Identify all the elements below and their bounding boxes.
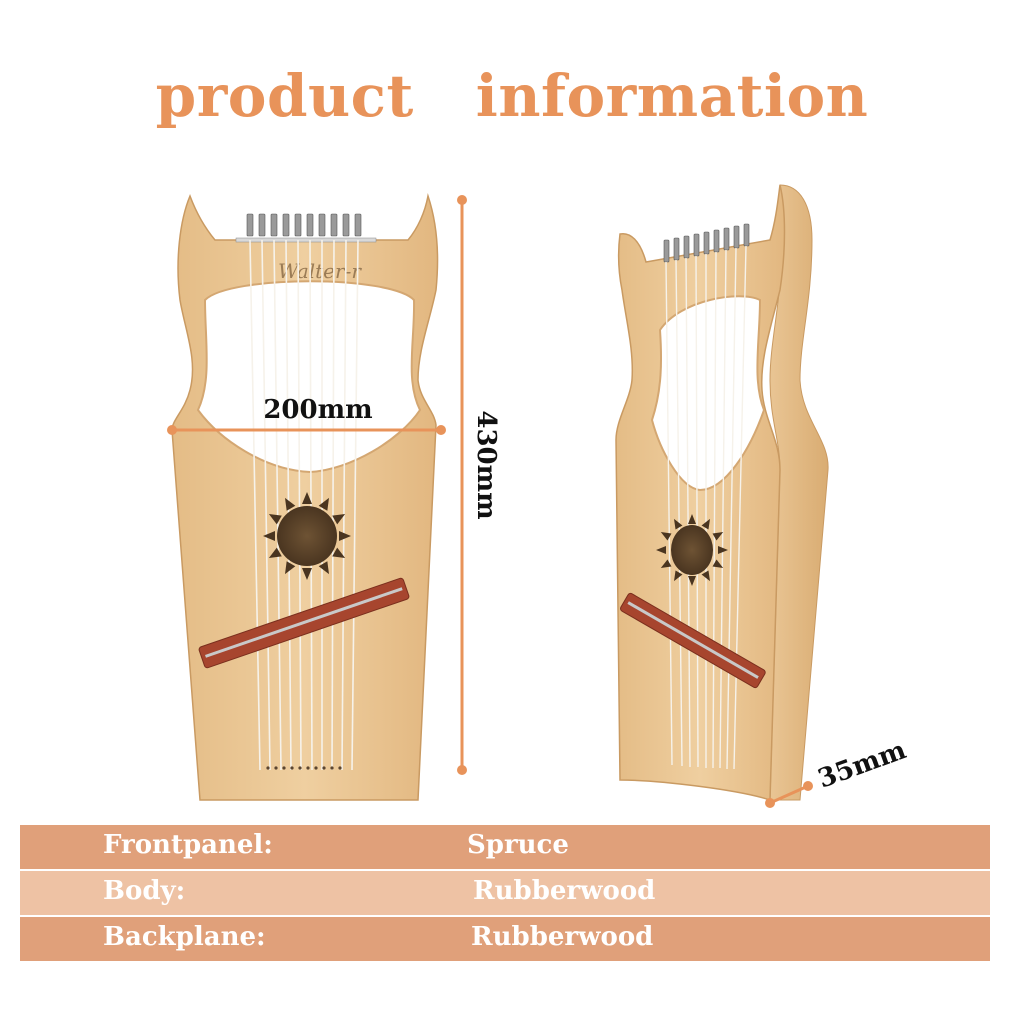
lyre-front-view: Walter-r xyxy=(171,193,439,801)
width-dimension: 200mm xyxy=(167,395,446,435)
bridge xyxy=(198,577,410,669)
spec-row-frontpanel: Frontpanel: Spruce xyxy=(20,825,990,869)
lyre-front-opening xyxy=(196,280,422,474)
tuning-pins xyxy=(246,213,362,237)
spec-label: Frontpanel: xyxy=(103,830,273,860)
lyre-side-view xyxy=(615,184,829,802)
title-word-information: information xyxy=(475,62,869,130)
spec-table: Frontpanel: Spruce Body: Rubberwood Back… xyxy=(20,825,990,961)
spec-value: Rubberwood xyxy=(473,876,656,906)
lyre-side-body xyxy=(615,184,786,802)
spec-value: Spruce xyxy=(467,830,569,860)
width-dimension-label: 200mm xyxy=(263,395,372,425)
lyre-side-edge xyxy=(769,184,829,801)
tail-pins xyxy=(266,766,342,770)
spec-value: Rubberwood xyxy=(471,922,654,952)
lyre-side-opening xyxy=(650,295,766,492)
spec-label: Body: xyxy=(103,876,186,906)
title-word-product: product xyxy=(155,62,414,130)
spec-row-body: Body: Rubberwood xyxy=(20,871,990,915)
sun-sound-hole xyxy=(263,492,351,580)
spec-row-backplane: Backplane: Rubberwood xyxy=(20,917,990,961)
page-title: product information xyxy=(0,62,1024,130)
nut-bar xyxy=(235,237,377,243)
height-dimension: 430mm xyxy=(457,195,501,775)
depth-dimension-label: 35mm xyxy=(814,735,910,794)
side-tuning-pins xyxy=(663,223,750,263)
side-strings xyxy=(665,245,747,770)
side-bridge xyxy=(620,592,766,689)
side-sun-sound-hole xyxy=(656,514,728,586)
height-dimension-label: 430mm xyxy=(471,410,501,519)
brand-logo-text: Walter-r xyxy=(278,259,362,283)
spec-label: Backplane: xyxy=(103,922,266,952)
